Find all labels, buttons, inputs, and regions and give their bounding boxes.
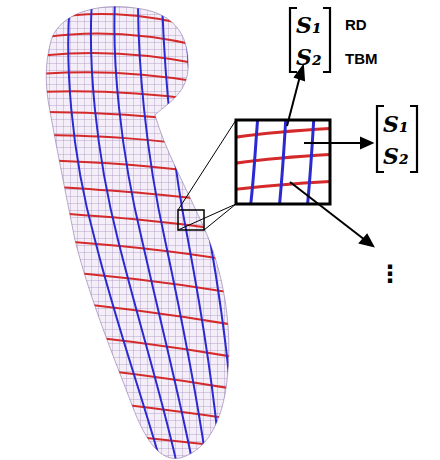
vector-component: S₁	[296, 14, 322, 36]
vector-component: S₁	[383, 113, 409, 135]
ellipsis-mark: ⋮	[378, 262, 402, 286]
vector-component: S₂	[296, 46, 322, 68]
vector-component: S₂	[383, 145, 409, 167]
measure-label: RD	[345, 17, 367, 32]
measure-label: TBM	[345, 51, 378, 66]
